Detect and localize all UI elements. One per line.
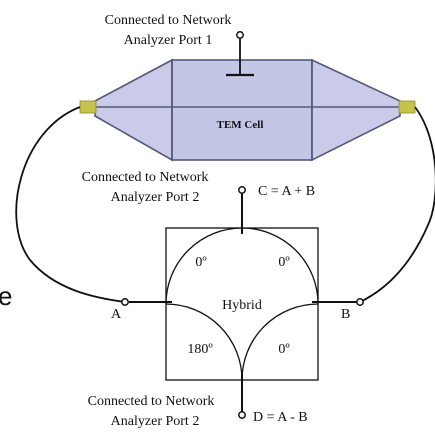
phase-top-left: 0º bbox=[195, 255, 207, 270]
tem-cell bbox=[94, 58, 401, 162]
hybrid-coupler: Hybrid 0º 0º 180º 0º bbox=[121, 186, 364, 419]
right-connector bbox=[398, 100, 416, 114]
port-b-label: B bbox=[341, 307, 350, 322]
phase-bottom-right: 0º bbox=[278, 342, 290, 357]
port1-probe bbox=[226, 31, 254, 77]
hybrid-label: Hybrid bbox=[222, 298, 262, 313]
port-a-label: A bbox=[111, 307, 122, 322]
tem-cell-right-taper bbox=[311, 58, 401, 162]
port-b-terminal bbox=[356, 298, 364, 306]
port-a-terminal bbox=[121, 298, 129, 306]
port-d-terminal bbox=[238, 411, 246, 419]
hybrid-arcs bbox=[165, 227, 319, 381]
right-cable bbox=[359, 106, 435, 303]
port1-label-line2: Analyzer Port 1 bbox=[124, 33, 213, 48]
port-c-terminal bbox=[238, 186, 246, 194]
edge-text-fragment: e bbox=[0, 281, 12, 311]
phase-top-right: 0º bbox=[278, 255, 290, 270]
left-connector bbox=[79, 100, 97, 114]
hybrid-box bbox=[165, 227, 319, 381]
port2-top-label-line2: Analyzer Port 2 bbox=[111, 190, 200, 205]
port2-top-label-line1: Connected to Network bbox=[82, 170, 209, 185]
left-cable bbox=[15, 106, 126, 303]
tem-cell-left-taper bbox=[94, 58, 173, 162]
port2-bottom-label-line2: Analyzer Port 2 bbox=[111, 414, 200, 429]
port1-label-line1: Connected to Network bbox=[105, 13, 232, 28]
sum-port-label: C = A + B bbox=[258, 184, 315, 199]
diff-port-label: D = A - B bbox=[253, 410, 308, 425]
port1-terminal bbox=[236, 31, 244, 39]
tem-cell-label: TEM Cell bbox=[217, 119, 264, 131]
phase-bottom-left: 180º bbox=[187, 342, 213, 357]
port2-bottom-label-line1: Connected to Network bbox=[88, 394, 215, 409]
